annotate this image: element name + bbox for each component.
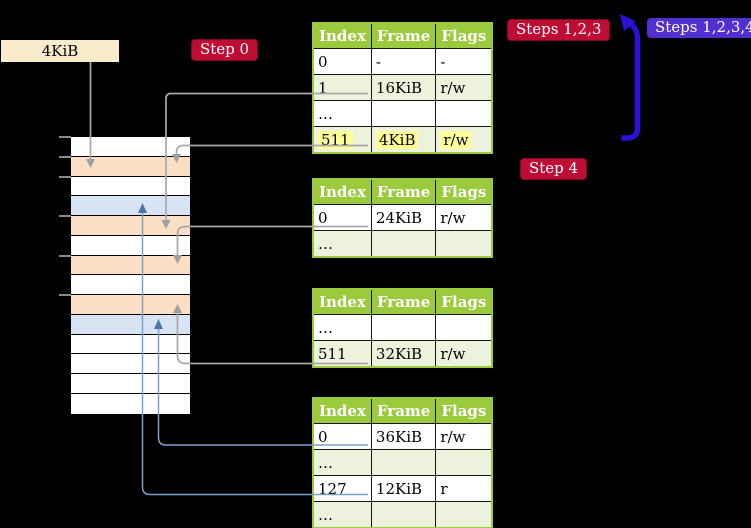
table-row: … [312, 449, 493, 476]
frame-size-label: 4KiB [1, 40, 119, 62]
flags-cell [435, 501, 493, 528]
frame-cell [370, 314, 437, 341]
step4-badge: Step 4 [520, 158, 588, 180]
memory-frame-row-white [71, 374, 190, 394]
index-cell: … [312, 449, 372, 476]
index-cell: … [312, 230, 372, 258]
memory-tick [59, 175, 71, 178]
memory-frame-row-blue [71, 314, 190, 335]
memory-frame-row-peach [71, 255, 190, 276]
index-cell: 0 [312, 48, 372, 75]
flags-cell [435, 100, 493, 127]
highlighted-value: 4KiB [375, 130, 419, 149]
index-cell: 1 [312, 74, 372, 101]
index-cell: 511 [312, 340, 372, 368]
column-header: Flags [435, 397, 493, 424]
memory-tick [59, 215, 71, 218]
memory-frame-row-white [71, 176, 190, 197]
highlighted-value: r/w [440, 130, 472, 149]
index-cell: 0 [312, 204, 372, 231]
flags-cell: r/w [435, 340, 493, 368]
frame-cell: 12KiB [370, 475, 437, 502]
table-row: … [312, 501, 493, 528]
frame-cell: 16KiB [370, 74, 437, 101]
index-cell: … [312, 501, 372, 528]
index-cell: 127 [312, 475, 372, 502]
frame-cell: - [370, 48, 437, 75]
flags-cell: r [435, 475, 493, 502]
column-header: Index [312, 22, 372, 49]
table-row: … [312, 230, 493, 258]
memory-frame-row-white [71, 354, 190, 374]
memory-frame-row-blue [71, 196, 190, 216]
memory-frame-row-white [71, 235, 190, 256]
index-cell: … [312, 100, 372, 127]
table-row: … [312, 314, 493, 341]
memory-frame-row-peach [71, 216, 190, 236]
frame-cell [370, 449, 437, 476]
index-cell: 0 [312, 423, 372, 450]
frame-cell [370, 501, 437, 528]
memory-tick [59, 155, 71, 158]
index-cell: 511 [312, 126, 372, 154]
flags-cell [435, 314, 493, 341]
frame-cell: 24KiB [370, 204, 437, 231]
step0-badge: Step 0 [191, 39, 259, 61]
column-header: Flags [435, 288, 493, 315]
memory-frame-row-peach [71, 156, 190, 177]
frame-cell [370, 100, 437, 127]
flags-cell: r/w [435, 126, 493, 154]
column-header: Index [312, 397, 372, 424]
memory-tick [59, 294, 71, 297]
memory-frame-row-peach [71, 295, 190, 315]
memory-tick [59, 254, 71, 257]
memory-frame-row-white [71, 137, 190, 157]
frame-cell: 4KiB [370, 126, 437, 154]
memory-tick [59, 136, 71, 138]
index-cell: … [312, 314, 372, 341]
flags-cell: - [435, 48, 493, 75]
memory-frame-row-white [71, 275, 190, 295]
column-header: Index [312, 288, 372, 315]
column-header: Frame [370, 288, 437, 315]
flags-cell: r/w [435, 204, 493, 231]
steps1234-badge: Steps 1,2,3,4 [647, 18, 751, 38]
table-row: 511 4KiB r/w [312, 126, 493, 154]
memory-frame-row-white [71, 334, 190, 355]
flags-cell: r/w [435, 74, 493, 101]
steps123-badge: Steps 1,2,3 [507, 19, 611, 41]
column-header: Index [312, 178, 372, 205]
flags-cell [435, 230, 493, 258]
column-header: Frame [370, 178, 437, 205]
frame-cell: 36KiB [370, 423, 437, 450]
recursion-arrow [621, 21, 641, 141]
physical-memory-column [71, 137, 190, 414]
column-header: Flags [435, 178, 493, 205]
table-row: 0-- [312, 48, 493, 75]
table-row: … [312, 100, 493, 127]
memory-frame-row-white [71, 393, 190, 414]
flags-cell: r/w [435, 423, 493, 450]
frame-cell [370, 230, 437, 258]
column-header: Flags [435, 22, 493, 49]
flags-cell [435, 449, 493, 476]
frame-cell: 32KiB [370, 340, 437, 368]
arrowhead-upleft-icon [620, 14, 636, 32]
highlighted-value: 511 [318, 130, 353, 149]
column-header: Frame [370, 22, 437, 49]
column-header: Frame [370, 397, 437, 424]
